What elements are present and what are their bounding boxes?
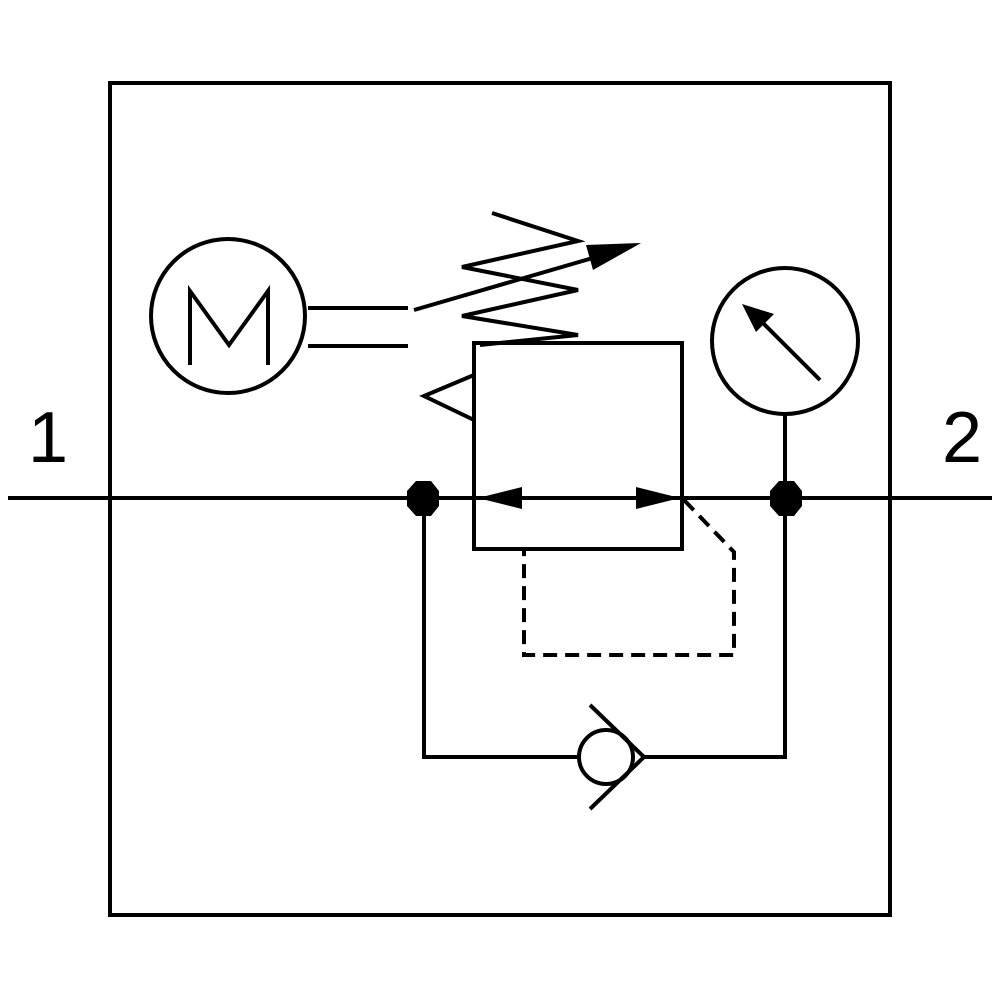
flow-arrow-left-head (478, 487, 522, 509)
check-valve-ball (577, 728, 635, 786)
port-label-1: 1 (28, 398, 68, 478)
regulator-valve (419, 341, 684, 551)
pilot-line (522, 498, 736, 657)
gauge-needle (760, 320, 822, 382)
motor-circle (149, 237, 307, 395)
check-valve-seat (588, 703, 647, 811)
adjust-arrow-shaft (413, 251, 611, 312)
gauge-needle-head (742, 304, 774, 332)
motor-letter-m (188, 284, 270, 365)
valve-body (472, 341, 684, 551)
port-label-2: 2 (942, 398, 982, 478)
pressure-gauge (710, 266, 860, 498)
bypass-line (422, 498, 578, 759)
gauge-circle (710, 266, 860, 416)
bypass-check-valve (422, 498, 787, 811)
spring-coil (461, 211, 586, 347)
adjustable-spring (413, 211, 641, 347)
flow-arrow-right-head (636, 487, 680, 509)
motor-symbol (149, 237, 408, 395)
relief-exhaust-triangle (419, 373, 475, 422)
bypass-line-return (644, 498, 787, 759)
adjust-arrow-head (586, 243, 641, 270)
